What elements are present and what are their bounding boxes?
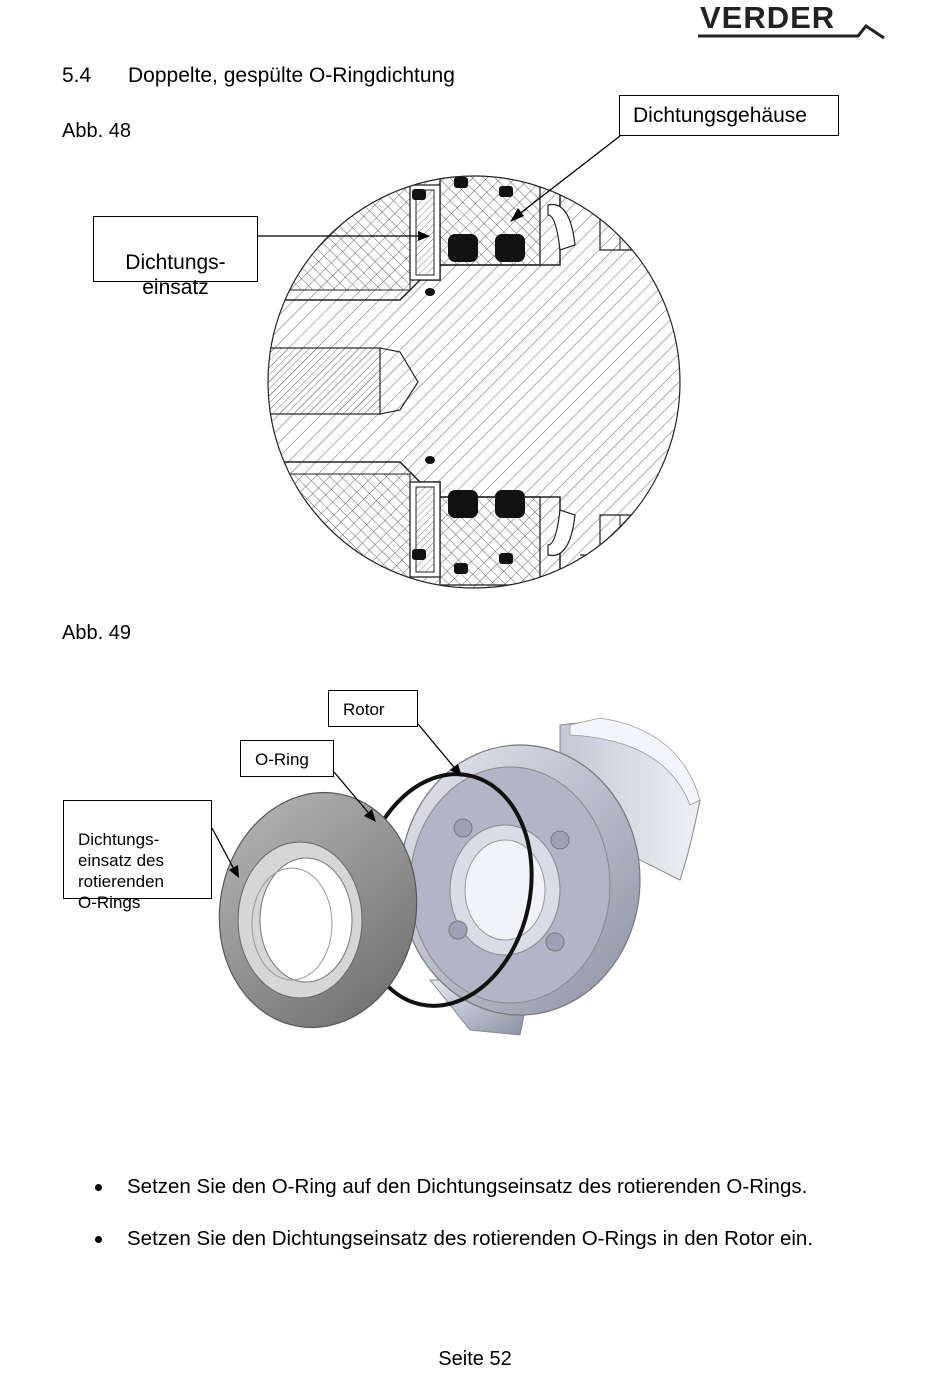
callout-o-ring-text: O-Ring	[255, 750, 309, 769]
bullet-icon	[95, 1236, 102, 1243]
instruction-item: Setzen Sie den Dichtungseinsatz des roti…	[95, 1225, 915, 1253]
instruction-list: Setzen Sie den O-Ring auf den Dichtungse…	[95, 1173, 915, 1277]
section-number: 5.4	[62, 64, 92, 87]
figure-49-exploded-view	[211, 717, 701, 1036]
figure-48-cross-section	[258, 135, 681, 589]
callout-rotating-seal-insert-text: Dichtungs- einsatz des rotierenden O-Rin…	[78, 830, 165, 912]
section-title: Doppelte, gespülte O-Ringdichtung	[128, 64, 455, 87]
callout-seal-housing: Dichtungsgehäuse	[619, 95, 839, 136]
callout-rotating-seal-insert: Dichtungs- einsatz des rotierenden O-Rin…	[63, 800, 212, 912]
figure-49-label: Abb. 49	[62, 622, 131, 644]
page-number: Seite 52	[438, 1348, 512, 1370]
logo-text: VERDER	[700, 0, 835, 35]
callout-seal-insert: Dichtungs- einsatz	[93, 216, 258, 299]
callout-rotor: Rotor	[328, 690, 418, 727]
instruction-text: Setzen Sie den Dichtungseinsatz des roti…	[127, 1227, 814, 1250]
callout-seal-insert-text: Dichtungs- einsatz	[125, 251, 226, 299]
callout-o-ring: O-Ring	[240, 740, 334, 777]
bullet-icon	[95, 1184, 102, 1191]
callout-seal-housing-text: Dichtungsgehäuse	[633, 104, 807, 127]
instruction-text: Setzen Sie den O-Ring auf den Dichtungse…	[127, 1175, 808, 1198]
verder-logo-mark: VERDER	[698, 0, 885, 40]
instruction-item: Setzen Sie den O-Ring auf den Dichtungse…	[95, 1173, 915, 1201]
verder-logo: VERDER	[698, 0, 888, 42]
callout-rotor-text: Rotor	[343, 700, 385, 719]
figure-48-label: Abb. 48	[62, 120, 131, 142]
